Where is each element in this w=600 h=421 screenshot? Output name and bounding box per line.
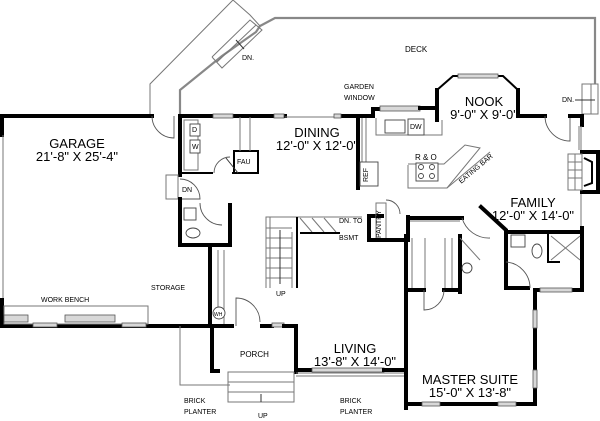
family-room-label: FAMILY 12'-0" X 14'-0"	[478, 196, 588, 222]
garage-size: 21'-8" X 25'-4"	[35, 149, 119, 164]
living-walls	[294, 234, 408, 410]
garden-window-label-1: GARDEN	[344, 84, 374, 91]
work-bench-label: WORK BENCH	[41, 297, 90, 304]
garage-name: GARAGE	[49, 136, 105, 151]
deck-stair-right	[575, 83, 599, 115]
nook-name: NOOK	[464, 94, 504, 109]
storage-label: STORAGE	[151, 285, 186, 292]
master-suite-size: 15'-0" X 13'-8"	[428, 385, 512, 400]
brick-planter-right-label-2: PLANTER	[340, 409, 373, 416]
pantry-label: PANTRY	[376, 210, 383, 238]
mudroom-dn-label: DN	[182, 187, 193, 194]
porch-label: PORCH	[240, 350, 269, 359]
dryer-label: D	[192, 127, 198, 134]
right-deck-dn-label: DN.	[562, 97, 575, 104]
range-oven-label: R & O	[415, 153, 437, 162]
master-closet	[404, 204, 584, 407]
family-name: FAMILY	[510, 195, 556, 210]
dn-to-bsmt-label-2: BSMT	[339, 235, 359, 242]
washer-label: W	[192, 144, 199, 151]
fau-label: FAU	[237, 159, 251, 166]
dining-size: 12'-0" X 12'-0"	[275, 138, 359, 153]
porch-up-label: UP	[258, 413, 268, 420]
dining-room-label: DINING 12'-0" X 12'-0"	[262, 126, 372, 152]
master-suite-name: MASTER SUITE	[421, 372, 519, 387]
dw-label: DW	[410, 124, 422, 131]
living-name: LIVING	[333, 341, 377, 356]
deck-outline	[149, 0, 597, 116]
nook-room-label: NOOK 9'-0" X 9'-0"	[442, 95, 526, 121]
stair-up-label: UP	[276, 291, 286, 298]
living-size: 13'-8" X 14'-0"	[313, 354, 397, 369]
brick-planter-right-label-1: BRICK	[340, 398, 362, 405]
dn-to-bsmt-label-1: DN. TO	[339, 218, 363, 225]
main-stair	[265, 216, 362, 288]
master-suite-room-label: MASTER SUITE 15'-0" X 13'-8"	[414, 373, 526, 399]
dining-name: DINING	[294, 125, 340, 140]
garage-room-label: GARAGE 21'-8" X 25'-4"	[18, 137, 136, 163]
nook-size: 9'-0" X 9'-0"	[450, 107, 518, 122]
water-heater-label: WH	[214, 312, 223, 318]
deck-label: DECK	[405, 45, 428, 54]
ref-label: REF	[363, 168, 370, 182]
deck-stair-dn-label: DN.	[242, 55, 255, 62]
garden-window-label-2: WINDOW	[344, 95, 375, 102]
brick-planter-left-label-1: BRICK	[184, 398, 206, 405]
family-size: 12'-0" X 14'-0"	[491, 208, 575, 223]
living-room-label: LIVING 13'-8" X 14'-0"	[302, 342, 408, 368]
kitchen	[356, 114, 491, 242]
laundry-area	[165, 114, 298, 328]
garage-walls	[0, 114, 214, 328]
house-walls	[178, 73, 600, 293]
porch	[179, 324, 404, 403]
brick-planter-left-label-2: PLANTER	[184, 409, 217, 416]
